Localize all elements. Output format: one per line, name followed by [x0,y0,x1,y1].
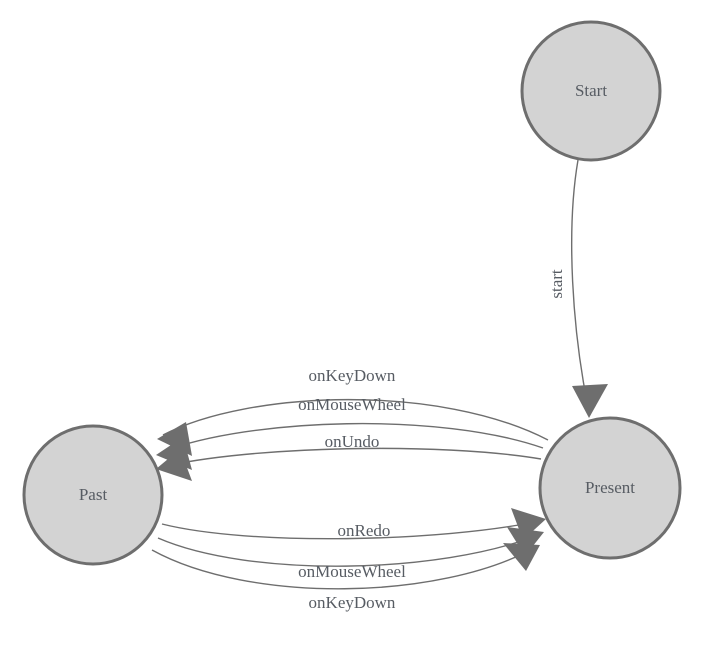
node-label-present: Present [585,478,635,497]
edge-start-to-present[interactable] [571,159,608,418]
edge-line-present-to-past-3 [161,447,542,468]
edge-line-present-to-past-1 [162,398,549,441]
node-label-start: Start [575,81,607,100]
arrowhead-icon-start-to-present [572,384,608,418]
arrowhead-icon-present-to-past-3 [156,449,192,481]
node-label-past: Past [79,485,108,504]
node-start[interactable]: Start [520,20,662,162]
edge-past-to-present-2[interactable] [157,527,544,567]
node-shape-past [22,424,164,566]
arrowhead-icon-past-to-present-1 [511,508,546,540]
edges-layer [151,159,608,590]
edge-label-present-to-past-1: onKeyDown [309,366,396,385]
edge-line-past-to-present-1 [161,520,541,540]
node-shape-start [520,20,662,162]
node-present[interactable]: Present [538,416,682,560]
edge-label-present-to-past-3: onUndo [325,432,380,451]
node-past[interactable]: Past [22,424,164,566]
edge-label-past-to-present-2: onMouseWheel [298,562,406,581]
edge-present-to-past-3[interactable] [156,447,542,481]
arrowhead-icon-past-to-present-3 [503,543,540,571]
edge-labels-layer: start onKeyDown onMouseWheel onUndo onRedo on… [298,269,566,612]
edge-line-present-to-past-2 [161,422,544,453]
edge-line-past-to-present-2 [157,534,539,567]
edge-label-past-to-present-1: onRedo [338,521,391,540]
edge-line-past-to-present-3 [151,547,535,590]
edge-past-to-present-1[interactable] [161,508,546,540]
edge-label-present-to-past-2: onMouseWheel [298,395,406,414]
arrowhead-icon-past-to-present-2 [507,527,544,556]
edge-line-start-to-present [571,159,590,413]
edge-past-to-present-3[interactable] [151,543,540,590]
edge-label-start-to-present: start [547,269,566,299]
node-shape-present [538,416,682,560]
edge-label-past-to-present-3: onKeyDown [309,593,396,612]
